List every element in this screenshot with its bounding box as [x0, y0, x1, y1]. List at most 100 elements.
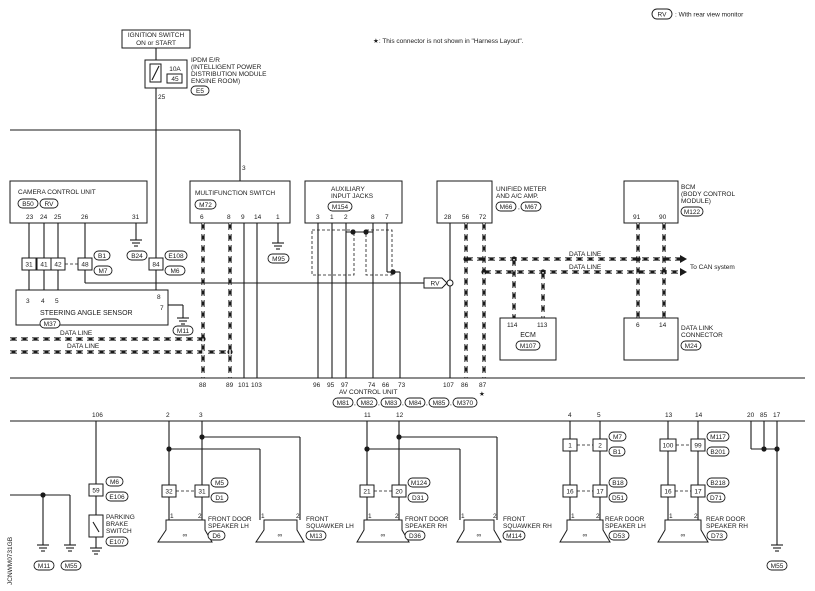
- av-pin-89: 89: [226, 382, 234, 389]
- parking-c2: E106: [109, 494, 125, 501]
- rv-legend-label: RV: [658, 12, 668, 19]
- av-bpin-3: 3: [199, 412, 203, 419]
- svg-text:,: ,: [354, 400, 356, 407]
- parking-c1: M6: [110, 479, 119, 486]
- av-pin-86: 86: [461, 382, 469, 389]
- joint-c1: B1: [98, 253, 106, 260]
- steering-pin-7: 7: [160, 305, 164, 312]
- rdrh-c4: D71: [710, 495, 722, 502]
- data-lines-left: DATA LINE DATA LINE: [10, 330, 233, 355]
- camera-pin-31: 31: [132, 214, 140, 221]
- svg-text:∞: ∞: [183, 532, 188, 539]
- dlc-connector: M24: [685, 343, 698, 350]
- av-connector-1: M81: [337, 400, 350, 407]
- av-pin-103: 103: [251, 382, 262, 389]
- front-squawker-rh-icon: [456, 519, 502, 543]
- joint-c2: M7: [98, 268, 107, 275]
- bcm-line2: (BODY CONTROL: [681, 191, 735, 198]
- av-bpin-12: 12: [396, 412, 404, 419]
- joint-pin-41: 41: [40, 262, 48, 269]
- data-line-label-1: DATA LINE: [60, 330, 93, 337]
- fdlh-pin-2: 2: [198, 513, 202, 520]
- av-bpin-20: 20: [747, 412, 755, 419]
- steering-pin-8: 8: [157, 294, 161, 301]
- fdrh-connector: D36: [409, 533, 421, 540]
- multifunction-ground: M95: [272, 256, 285, 263]
- bcm-connector: M122: [684, 209, 701, 216]
- fdrh-c2: D31: [412, 495, 424, 502]
- rdrh-line1: REAR DOOR: [706, 516, 746, 523]
- fdlh-line2: SPEAKER LH: [208, 523, 249, 530]
- av-pin-96: 96: [313, 382, 321, 389]
- camera-rv: RV: [45, 201, 55, 208]
- ipdm-line3: DISTRIBUTION MODULE: [191, 71, 267, 78]
- bcm-pin-90: 90: [659, 214, 667, 221]
- aux-box: [304, 180, 403, 224]
- rdlh-c4: D51: [612, 495, 624, 502]
- joint-connector: 31 41 42 48 B1 M7 84 E108 M6: [21, 250, 188, 276]
- lower-left-grounds: M11 M55: [10, 492, 82, 571]
- steering-ground-pill: [172, 325, 194, 336]
- av-bpin-11: 11: [364, 412, 371, 419]
- fdlh-line1: FRONT DOOR: [208, 516, 252, 523]
- mf-pin-9: 9: [241, 214, 245, 221]
- front-lh-speakers: 32 31 M5 D1 ∞ 1 2 FRONT DOOR SPEAKER LH …: [157, 421, 354, 543]
- aux-pin-7: 7: [385, 214, 389, 221]
- fdrh-c1: M124: [411, 480, 428, 487]
- rear-door-speaker-rh-icon: [657, 519, 709, 543]
- meter-connector-2: M67: [525, 204, 538, 211]
- bcm: BCM (BODY CONTROL MODULE) M122 91 90: [623, 180, 735, 224]
- av-pin-95: 95: [327, 382, 335, 389]
- data-link-connector: 6 14 DATA LINK CONNECTOR M24: [623, 317, 723, 361]
- av-title: AV CONTROL UNIT: [339, 389, 398, 396]
- ipdm-er: 10A 45 IPDM E/R (INTELLIGENT POWER DISTR…: [144, 57, 267, 258]
- rdlh-c1: M7: [613, 434, 622, 441]
- joint-pin-48: 48: [81, 262, 89, 269]
- aux-line1: AUXILIARY: [331, 186, 366, 193]
- steering-box: [15, 289, 169, 326]
- steering-pin-4: 4: [41, 298, 45, 305]
- av-star: ★: [479, 390, 485, 398]
- parking-brake-switch: 59 M6 E106 PARKING BRAKE SWITCH E107: [88, 421, 135, 555]
- av-bpin-14: 14: [695, 412, 703, 419]
- ignition-line1: IGNITION SWITCH: [128, 32, 185, 39]
- can-data-lines: DATA LINE DATA LINE To CAN system: [463, 251, 735, 276]
- rdrh-j1-99: 99: [694, 443, 702, 450]
- rdrh-line2: SPEAKER RH: [706, 523, 748, 530]
- parking-line1: PARKING: [106, 514, 135, 521]
- rv-legend-tag: [651, 8, 673, 20]
- aux-connector: M154: [332, 204, 349, 211]
- av-pin-97: 97: [341, 382, 349, 389]
- camera-pin-24: 24: [40, 214, 48, 221]
- side-code: JCNWM0731GB: [7, 537, 14, 585]
- meter-pin-28: 28: [444, 214, 452, 221]
- meter-pin-72: 72: [479, 214, 487, 221]
- fdrh-pin-2: 2: [395, 513, 399, 520]
- fslh-connector: M13: [310, 533, 323, 540]
- fsrh-connector: M114: [506, 533, 522, 540]
- ground-m55-bottom-right: M55: [771, 563, 784, 570]
- rear-door-speaker-rh: 100 99 M117 B201 16 17 B218 D71 ∞ 1 2 RE…: [657, 421, 748, 543]
- rear-door-speaker-lh: 1 2 M7 B1 16 17 B18 D51 ∞ 1 2 REAR DOOR …: [559, 421, 646, 543]
- bcm-pin-91: 91: [633, 214, 641, 221]
- rdlh-j2-16: 16: [566, 489, 574, 496]
- ipdm-line1: IPDM E/R: [191, 57, 220, 64]
- front-squawker-lh-icon: [255, 519, 305, 543]
- fdrh-joint-21: 21: [363, 489, 371, 496]
- data-line-label-3: DATA LINE: [569, 251, 602, 258]
- rdrh-c3: B218: [710, 480, 726, 487]
- auxiliary-input-jacks: AUXILIARY INPUT JACKS M154 3 1 2 8 7: [304, 180, 403, 276]
- parking-pin-59: 59: [92, 488, 100, 495]
- fdlh-joint-32: 32: [165, 489, 173, 496]
- rdlh-pin-2: 2: [596, 513, 600, 520]
- svg-text:,: ,: [450, 400, 452, 407]
- av-pin-74: 74: [368, 382, 376, 389]
- fsrh-line2: SQUAWKER RH: [503, 523, 552, 530]
- fuse-icon: [166, 73, 183, 84]
- av-bpin-17: 17: [773, 412, 781, 419]
- av-connector-2: M82: [361, 400, 374, 407]
- rdlh-c3: B18: [612, 480, 624, 487]
- rdrh-connector: D73: [711, 533, 723, 540]
- dlc-line1: DATA LINK: [681, 325, 714, 332]
- meter-line1: UNIFIED METER: [496, 186, 547, 193]
